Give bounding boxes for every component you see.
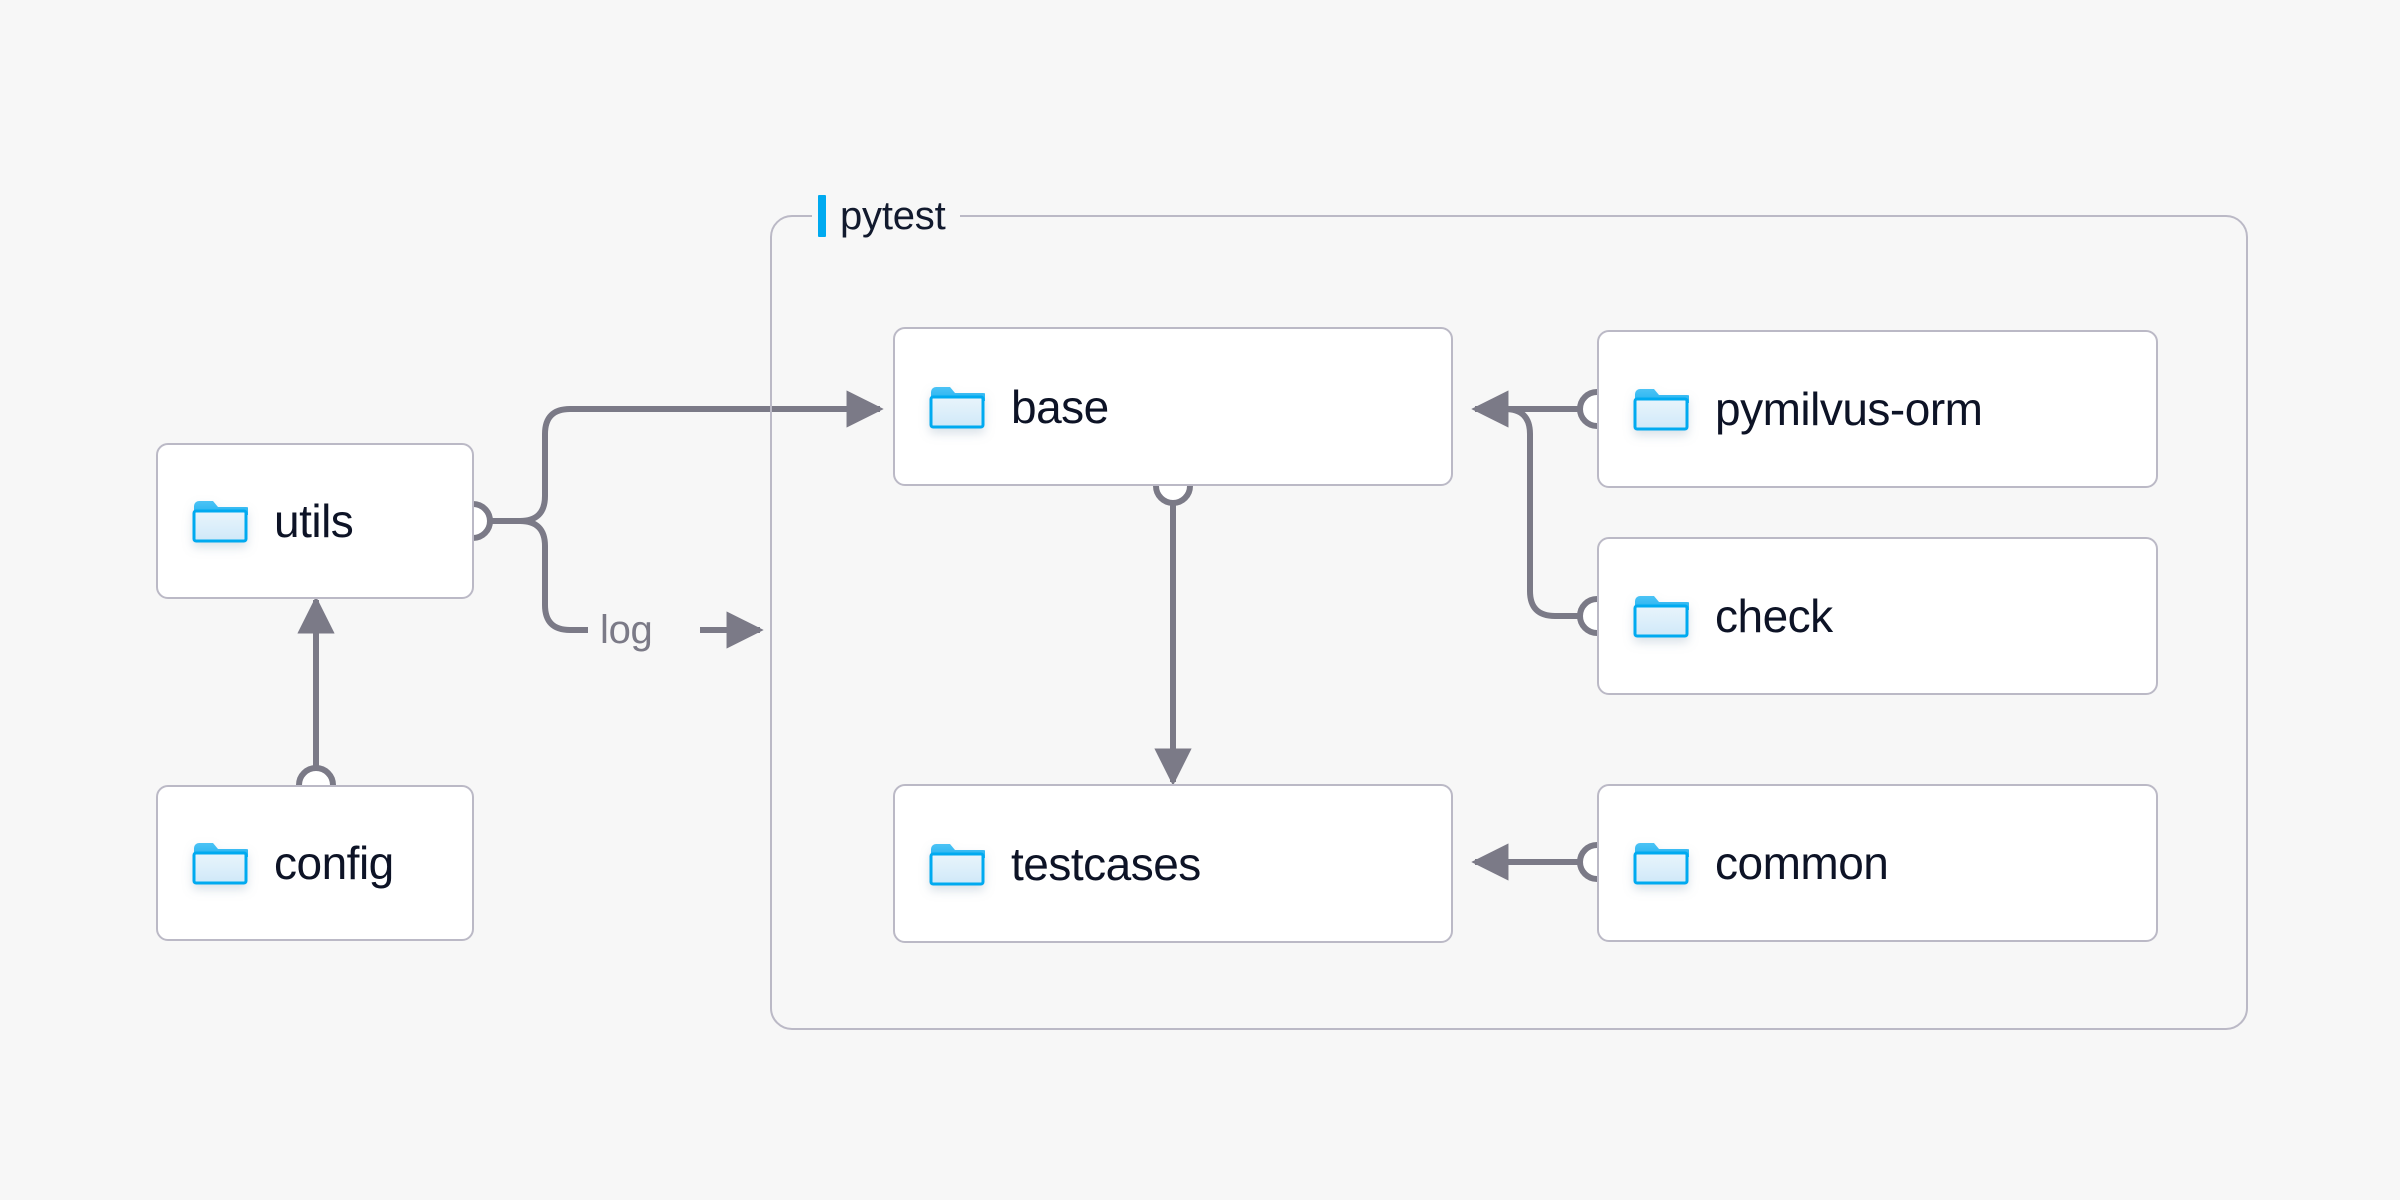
edge-label-log: log bbox=[600, 608, 653, 652]
node-testcases-label: testcases bbox=[1011, 837, 1201, 890]
node-common-label: common bbox=[1715, 837, 1889, 889]
node-base-label: base bbox=[1011, 380, 1109, 433]
node-check-label: check bbox=[1715, 590, 1833, 642]
node-check[interactable]: check bbox=[1597, 537, 2158, 695]
node-base[interactable]: base bbox=[893, 327, 1453, 486]
folder-icon bbox=[929, 841, 985, 887]
node-utils-label: utils bbox=[274, 495, 354, 547]
folder-icon bbox=[192, 840, 248, 886]
folder-icon bbox=[1633, 593, 1689, 639]
node-pymilvus-orm[interactable]: pymilvus-orm bbox=[1597, 330, 2158, 488]
folder-icon bbox=[929, 384, 985, 430]
folder-icon bbox=[192, 498, 248, 544]
node-common[interactable]: common bbox=[1597, 784, 2158, 942]
node-config[interactable]: config bbox=[156, 785, 474, 941]
edge-config-to-utils bbox=[296, 596, 336, 805]
node-utils[interactable]: utils bbox=[156, 443, 474, 599]
node-testcases[interactable]: testcases bbox=[893, 784, 1453, 943]
group-accent-bar bbox=[818, 195, 826, 237]
group-pytest-title: pytest bbox=[840, 194, 946, 238]
folder-icon bbox=[1633, 840, 1689, 886]
group-pytest[interactable] bbox=[770, 215, 2248, 1030]
node-pymilvus-orm-label: pymilvus-orm bbox=[1715, 383, 1983, 435]
group-pytest-label: pytest bbox=[812, 190, 960, 242]
folder-icon bbox=[1633, 386, 1689, 432]
node-config-label: config bbox=[274, 837, 394, 889]
